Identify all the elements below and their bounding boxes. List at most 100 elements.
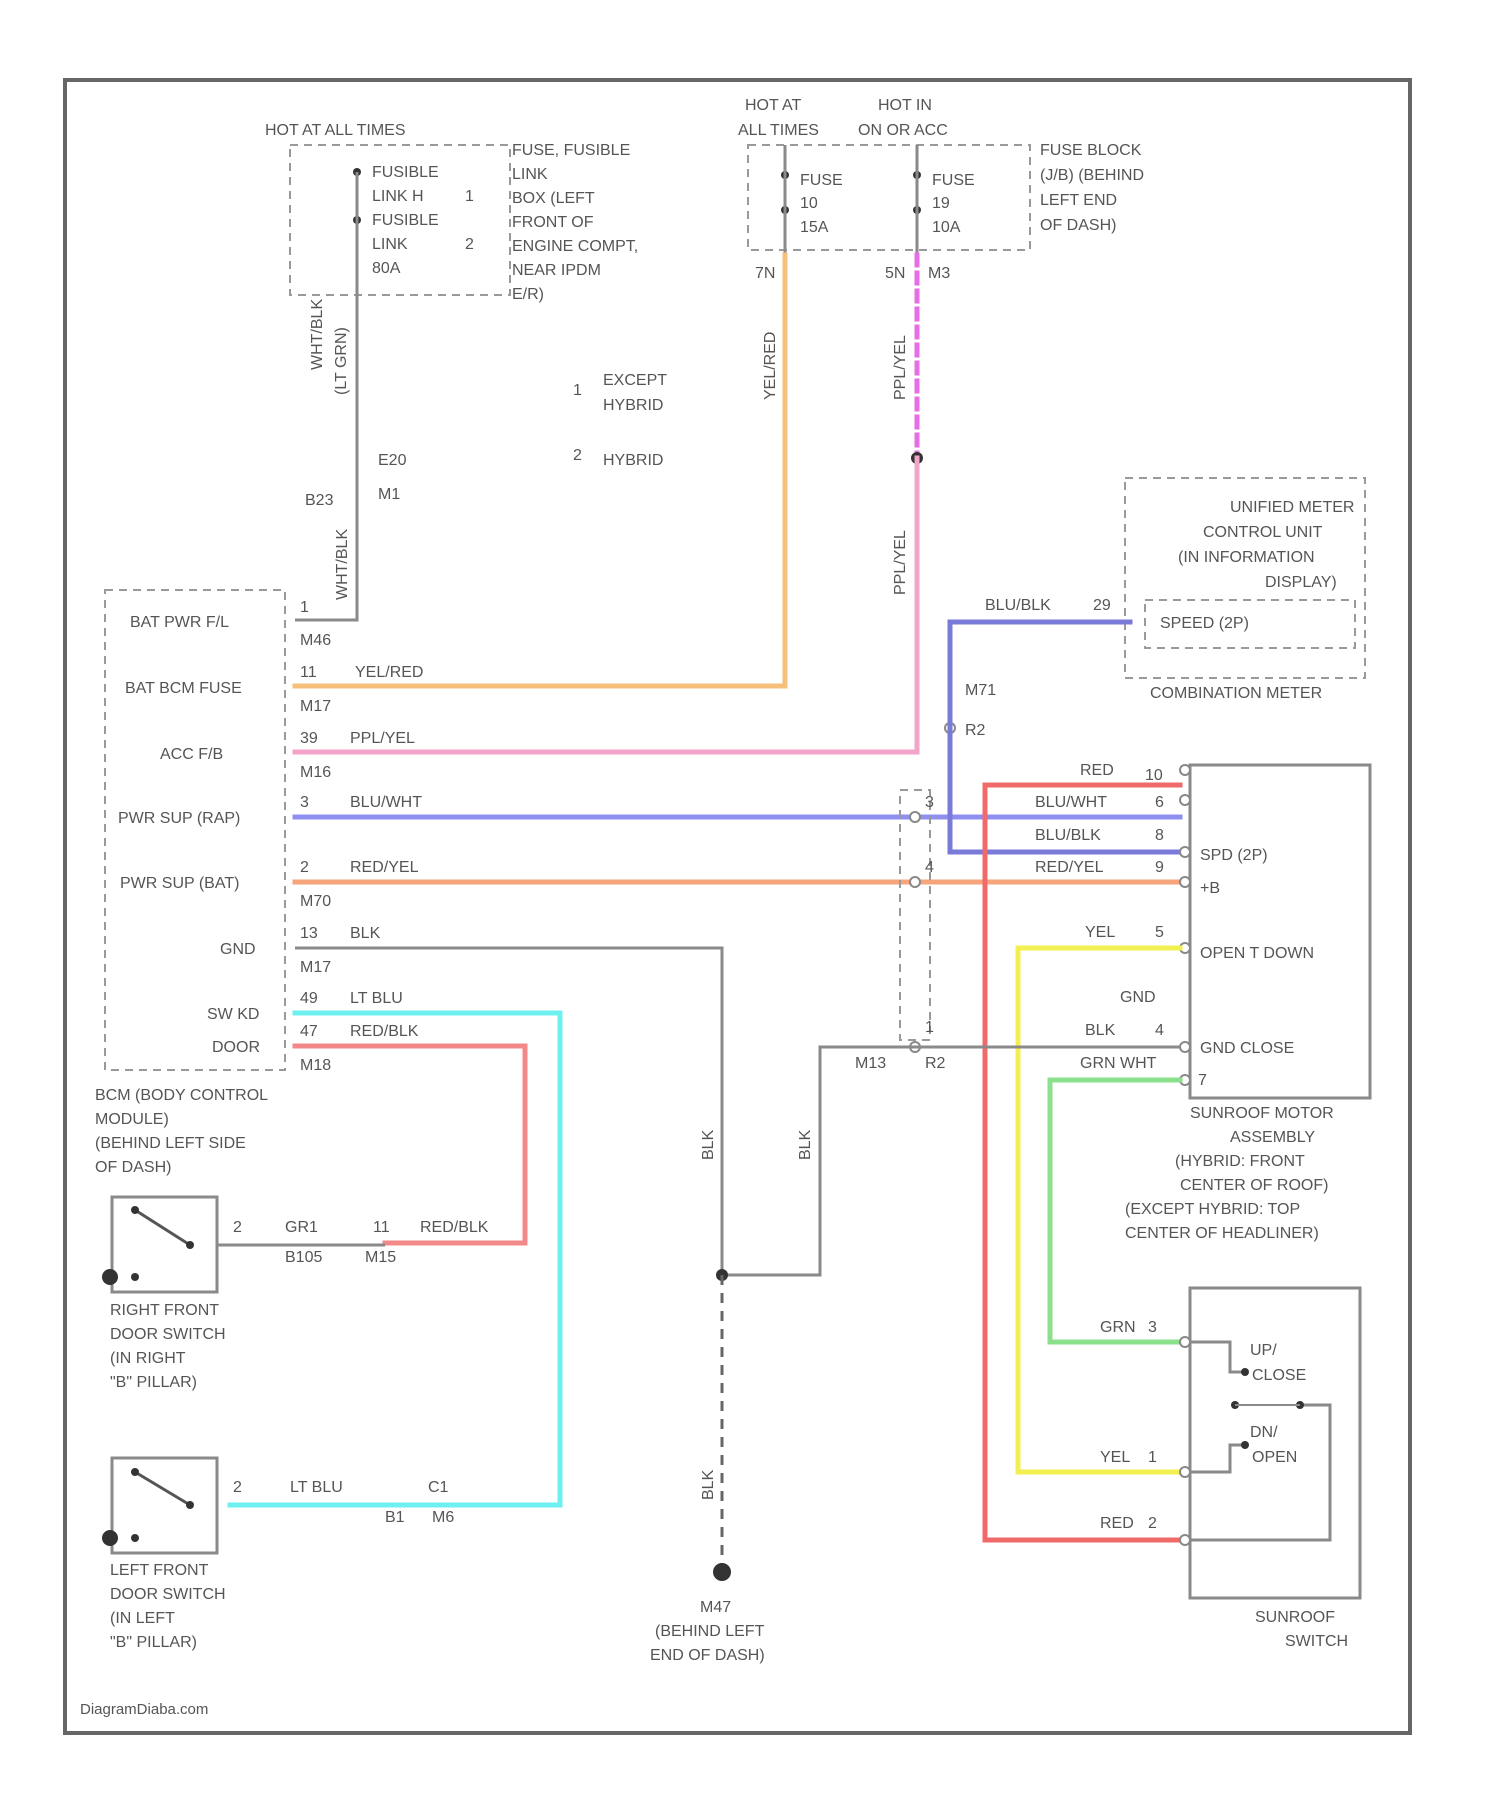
fusible-link-b-line1: FUSIBLE [372,212,439,229]
mid-conn-pin-3: 3 [925,794,934,811]
blk-label-motor: BLK [1085,1022,1116,1039]
ground-name-2: (BEHIND LEFT [655,1623,765,1640]
fusible-location-7: E/R) [512,286,544,303]
motor-pin-4-label: GND CLOSE [1200,1040,1294,1057]
gnd-blk-v2: BLK [797,1129,814,1160]
motor-name-2: ASSEMBLY [1230,1129,1315,1146]
left-door-conn-a: B1 [385,1509,405,1526]
right-door-name-4: "B" PILLAR) [110,1374,197,1391]
fusible-link-a-line1: FUSIBLE [372,164,439,181]
mid-conn-bottom: M13 [855,1055,886,1072]
switch-label-close: CLOSE [1252,1367,1306,1384]
source-watermark: DiagramDiaba.com [80,1701,208,1718]
meter-pin-label: SPEED (2P) [1160,615,1249,632]
bcm-pin-label-6: GND [220,941,256,958]
legend-1-text-2: HYBRID [603,397,663,414]
fusible-link-b-rating: 80A [372,260,401,277]
fusible-location-1: FUSE, FUSIBLE [512,142,630,159]
mid-conn-bottom2: R2 [925,1055,946,1072]
left-door-conn-c: C1 [428,1479,449,1496]
meter-pin-num: 29 [1093,597,1111,614]
left-door-name-3: (IN LEFT [110,1610,175,1627]
mid-conn-pin-1: 1 [925,1019,934,1036]
fusible-link-box: HOT AT ALL TIMES FUSIBLE LINK H 1 FUSIBL… [265,122,638,303]
wht-blk-label-1: WHT/BLK [309,299,326,370]
switch-label-up: UP/ [1250,1342,1277,1359]
bcm-pin-conn-2: M17 [300,698,331,715]
right-door-conn-b: B105 [285,1249,322,1266]
grn-wht-label: GRN WHT [1080,1055,1157,1072]
bcm-pin-conn-1: M46 [300,632,331,649]
fuse-block-name-1: FUSE BLOCK [1040,142,1142,159]
bcm-pin-label-7: SW KD [207,1006,259,1023]
motor-name-5: (EXCEPT HYBRID: TOP [1125,1201,1300,1218]
motor-pin-10: 10 [1145,767,1163,784]
bcm-name-4: OF DASH) [95,1159,171,1176]
bcm-pin-conn-6: M17 [300,959,331,976]
red-label-motor: RED [1080,762,1114,779]
switch-pin-1: 1 [1148,1449,1157,1466]
wht-blk-label-2: WHT/BLK [334,529,351,600]
bcm-pin-conn-8: M18 [300,1057,331,1074]
left-front-door-switch: 2 LT BLU B1 M6 C1 LEFT FRONT DOOR SWITCH… [102,1458,454,1651]
bcm-name-3: (BEHIND LEFT SIDE [95,1135,246,1152]
bcm-pin-num-7: 49 [300,990,318,1007]
connector-m1: M1 [378,486,400,503]
right-door-name-3: (IN RIGHT [110,1350,186,1367]
switch-name-1: SUNROOF [1255,1609,1335,1626]
blu-blk-label-top: BLU/BLK [985,597,1051,614]
bcm-pin-conn-5: M70 [300,893,331,910]
connector-e20: E20 [378,452,407,469]
yel-label-motor: YEL [1085,924,1115,941]
motor-pin-6: 6 [1155,794,1164,811]
bcm-pin-num-4: 3 [300,794,309,811]
right-door-pin: 2 [233,1219,242,1236]
fusible-link-a-line2: LINK H [372,188,424,205]
left-door-wire-label: LT BLU [290,1479,343,1496]
hot-in-on-1: HOT IN [878,97,932,114]
combination-meter: UNIFIED METER CONTROL UNIT (IN INFORMATI… [1093,478,1365,702]
ppl-yel-label: PPL/YEL [350,730,415,747]
bcm-pin-label-2: BAT BCM FUSE [125,680,242,697]
bcm-pin-num-3: 39 [300,730,318,747]
fusible-location-2: LINK [512,166,548,183]
switch-label-dn: DN/ [1250,1424,1278,1441]
motor-pin-9-label: +B [1200,880,1220,897]
right-front-door-switch: 2 GR1 B105 11 M15 RED/BLK RIGHT FRONT DO… [102,1197,489,1391]
gnd-blk-v3: BLK [700,1469,717,1500]
fuse-block-name-4: OF DASH) [1040,217,1116,234]
switch-label-open: OPEN [1252,1449,1297,1466]
fuse-right-3: 10A [932,219,961,236]
lt-grn-label: (LT GRN) [333,327,350,395]
blu-wht-label-motor: BLU/WHT [1035,794,1107,811]
diagram-frame [65,80,1410,1733]
red-yel-label: RED/YEL [350,859,419,876]
fuse-block-name-3: LEFT END [1040,192,1117,209]
red-blk-label: RED/BLK [350,1023,419,1040]
fuse-left-1: FUSE [800,172,843,189]
bcm-pin-num-8: 47 [300,1023,318,1040]
sunroof-motor-assembly: 10 6 8 SPD (2P) 9 +B 5 OPEN T DOWN GND 4… [1120,765,1370,1242]
fusible-location-3: BOX (LEFT [512,190,595,207]
meter-name-4: DISPLAY) [1265,574,1337,591]
hot-in-on-2: ON OR ACC [858,122,948,139]
blk-label: BLK [350,925,381,942]
ground-name-3: END OF DASH) [650,1647,765,1664]
fuse-right-2: 19 [932,195,950,212]
yel-red-vert-label: YEL/RED [762,332,779,400]
meter-name-1: UNIFIED METER [1230,499,1354,516]
hot-all-times-right-1: HOT AT [745,97,802,114]
bcm-pin-label-1: BAT PWR F/L [130,614,229,631]
fusible-link-a-num: 1 [465,188,474,205]
fusible-link-b-line2: LINK [372,236,408,253]
right-door-name-2: DOOR SWITCH [110,1326,226,1343]
left-door-pin: 2 [233,1479,242,1496]
blu-blk-label-motor: BLU/BLK [1035,827,1101,844]
gnd-blk-v1: BLK [700,1129,717,1160]
motor-name-1: SUNROOF MOTOR [1190,1105,1334,1122]
right-door-conn-a: GR1 [285,1219,318,1236]
switch-pin-2: 2 [1148,1515,1157,1532]
legend-2-text: HYBRID [603,452,663,469]
mid-conn-top: M71 [965,682,996,699]
ppl-yel-mid-label: PPL/YEL [892,530,909,595]
